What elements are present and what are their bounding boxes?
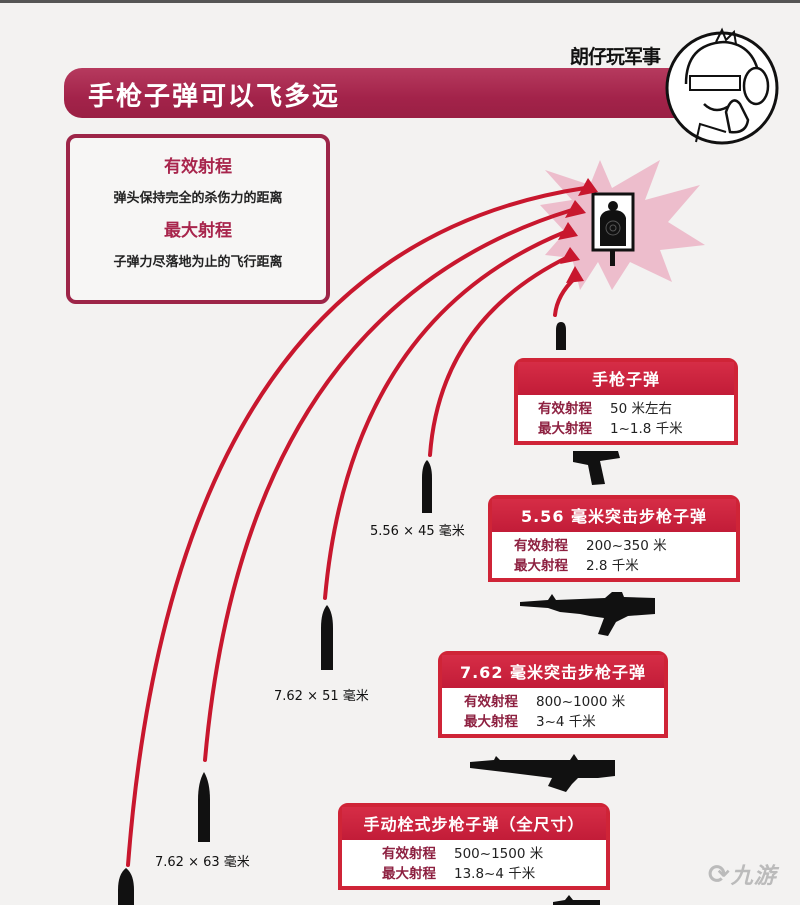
max-range-value: 2.8 千米 xyxy=(586,558,639,574)
trajectory-arc xyxy=(323,230,567,600)
bolt-action-rifle-icon xyxy=(553,895,600,905)
bullet-label: 7.62 × 63 毫米 xyxy=(155,855,250,870)
page-title: 手枪子弹可以飞多远 xyxy=(88,82,341,112)
effective-range-label: 有效射程 xyxy=(382,846,436,862)
effective-range-label: 有效射程 xyxy=(514,538,568,554)
max-range-label: 最大射程 xyxy=(514,558,568,574)
card-row-max: 最大射程 3~4 千米 xyxy=(464,712,664,732)
max-range-label: 最大射程 xyxy=(538,421,592,437)
max-range-value: 1~1.8 千米 xyxy=(610,421,683,437)
definition-term: 有效射程 xyxy=(164,157,232,177)
card-title: 5.56 毫米突击步枪子弹 xyxy=(492,499,736,532)
trajectory-arc xyxy=(126,186,587,867)
ammo-card-pistol: 手枪子弹 有效射程 50 米左右 最大射程 1~1.8 千米 xyxy=(514,358,738,445)
card-row-max: 最大射程 2.8 千米 xyxy=(514,556,736,576)
max-range-value: 13.8~4 千米 xyxy=(454,866,536,882)
card-row-effective: 有效射程 800~1000 米 xyxy=(464,692,664,712)
arrow-head xyxy=(565,200,586,218)
max-range-label: 最大射程 xyxy=(382,866,436,882)
trajectory-arc xyxy=(428,255,570,457)
pistol-bullet-icon xyxy=(556,322,566,350)
max-range-value: 3~4 千米 xyxy=(536,714,596,730)
effective-range-value: 500~1500 米 xyxy=(454,846,544,862)
brand-logo-text: 朗仔玩军事 xyxy=(570,46,661,68)
effective-range-label: 有效射程 xyxy=(464,694,518,710)
watermark-logo: ⟳九游 xyxy=(708,860,777,890)
card-row-max: 最大射程 13.8~4 千米 xyxy=(382,864,606,884)
effective-range-value: 800~1000 米 xyxy=(536,694,626,710)
battle-rifle-icon xyxy=(470,754,615,792)
trajectory-arc xyxy=(553,276,577,317)
card-title: 手动栓式步枪子弹（全尺寸） xyxy=(342,807,606,840)
bullet-762x51-icon xyxy=(321,605,333,670)
ammo-card-556: 5.56 毫米突击步枪子弹 有效射程 200~350 米 最大射程 2.8 千米 xyxy=(488,495,740,582)
shooting-target-icon xyxy=(591,192,635,266)
effective-range-value: 200~350 米 xyxy=(586,538,667,554)
top-border xyxy=(0,0,800,3)
ammo-card-762: 7.62 毫米突击步枪子弹 有效射程 800~1000 米 最大射程 3~4 千米 xyxy=(438,651,668,738)
card-row-max: 最大射程 1~1.8 千米 xyxy=(538,419,734,439)
definition-description: 子弹力尽落地为止的飞行距离 xyxy=(113,255,283,270)
pistol-icon xyxy=(573,451,620,485)
card-title: 手枪子弹 xyxy=(518,362,734,395)
definition-box: 有效射程 弹头保持完全的杀伤力的距离 最大射程 子弹力尽落地为止的飞行距离 xyxy=(66,134,330,304)
bullet-762x63-icon xyxy=(198,772,210,842)
card-title: 7.62 毫米突击步枪子弹 xyxy=(442,655,664,688)
definition-term: 最大射程 xyxy=(164,221,232,241)
assault-rifle-icon xyxy=(520,592,655,636)
arrow-head xyxy=(578,178,598,196)
bullet-556-icon xyxy=(422,460,432,513)
bullet-large-icon xyxy=(118,868,134,905)
card-row-effective: 有效射程 50 米左右 xyxy=(538,399,734,419)
effective-range-value: 50 米左右 xyxy=(610,401,672,417)
title-banner xyxy=(64,68,704,118)
card-row-effective: 有效射程 500~1500 米 xyxy=(382,844,606,864)
bullet-label: 7.62 × 51 毫米 xyxy=(274,689,369,704)
bullet-label: 5.56 × 45 毫米 xyxy=(370,524,465,539)
watermark-text: 九游 xyxy=(730,864,777,889)
arrow-head xyxy=(558,222,578,240)
ammo-card-bolt-action: 手动栓式步枪子弹（全尺寸） 有效射程 500~1500 米 最大射程 13.8~4 … xyxy=(338,803,610,890)
definition-description: 弹头保持完全的杀伤力的距离 xyxy=(113,191,283,206)
trajectory-arc xyxy=(203,208,574,762)
arrow-head xyxy=(560,247,580,264)
effective-range-label: 有效射程 xyxy=(538,401,592,417)
max-range-label: 最大射程 xyxy=(464,714,518,730)
arrow-head xyxy=(566,266,584,283)
card-row-effective: 有效射程 200~350 米 xyxy=(514,536,736,556)
thumbs-up-mascot-icon xyxy=(665,27,779,145)
